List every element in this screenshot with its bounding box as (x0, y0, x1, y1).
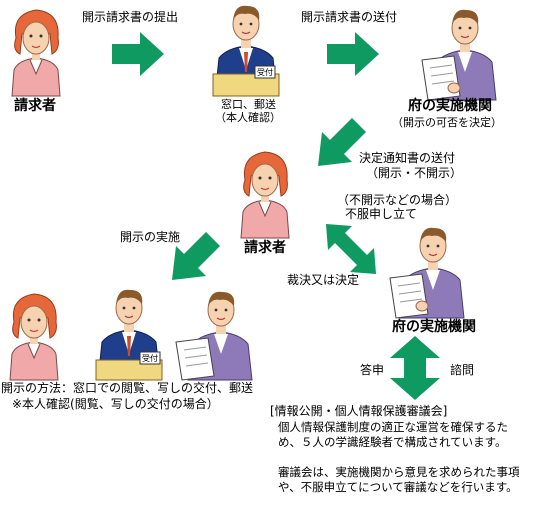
clerk-icon: 受付 (95, 289, 163, 381)
official-icon (175, 291, 253, 381)
arrow-down-left-icon (318, 118, 366, 166)
label-agency-top: 府の実施機関 (408, 98, 492, 114)
arrow-down-left-icon (172, 232, 220, 280)
woman-icon (11, 9, 61, 97)
label-counter-line2: （本人確認） (215, 111, 281, 124)
label-method-line1: 開示の方法：窓口での閲覧、写しの交付、郵送 (1, 381, 254, 395)
label-counter-line1: 窓口、郵送 (221, 98, 276, 111)
label-agency-mid: 府の実施機関 (392, 319, 476, 335)
double-arrow-icon (326, 224, 376, 274)
label-appeal-line1: （不開示などの場合） (337, 193, 458, 207)
label-requester-mid: 請求者 (244, 240, 286, 256)
arrow-right-icon (327, 32, 379, 76)
council-paragraph-1: 個人情報保護制度の適正な運営を確保するため、５人の学識経験者で構成されています。 (278, 420, 508, 449)
badge-text: 受付 (142, 353, 158, 363)
label-inquiry: 諮問 (450, 363, 475, 377)
badge-text: 受付 (257, 67, 273, 77)
official-icon (421, 9, 497, 101)
label-appeal-line2: 不服申し立て (345, 207, 418, 221)
clerk-icon: 受付 (212, 5, 280, 97)
council-paragraph-2: 審議会は、実施機関から意見を求められた事項や、不服申立てについて審議などを行いま… (278, 465, 520, 494)
arrow-right-icon (112, 32, 164, 76)
woman-icon (9, 293, 59, 381)
label-send-request: 開示請求書の送付 (301, 10, 398, 24)
label-submit-request: 開示請求書の提出 (82, 10, 179, 24)
double-arrow-icon (390, 336, 440, 400)
label-ruling: 裁決又は決定 (287, 273, 360, 287)
label-method-line2: ※本人確認(閲覧、写しの交付の場合） (12, 397, 219, 411)
official-icon (389, 227, 465, 319)
council-title: [情報公開・個人情報保護審議会] (270, 404, 448, 418)
label-disclosure-exec: 開示の実施 (120, 230, 181, 244)
label-requester-top: 請求者 (14, 98, 56, 114)
label-notice-line1: 決定通知書の送付 (359, 151, 456, 165)
woman-icon (240, 151, 290, 239)
label-notice-line2: （開示・不開示） (366, 166, 463, 180)
label-agency-top-sub: （開示の可否を決定） (392, 116, 502, 129)
label-reply: 答申 (360, 363, 385, 377)
